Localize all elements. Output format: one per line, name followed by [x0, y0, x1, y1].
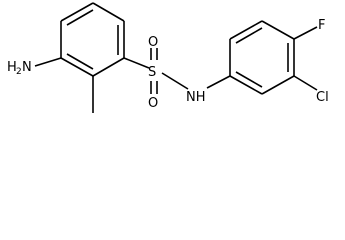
double-bond-inner [66, 9, 94, 26]
bond [229, 75, 263, 95]
chlorine-label: Cl [316, 90, 329, 105]
amine-label-n: N [22, 60, 32, 75]
bond [92, 57, 125, 77]
bond [60, 57, 94, 77]
sulfur-label: S [148, 65, 156, 80]
fluorine-label: F [318, 18, 325, 33]
bond [261, 20, 295, 40]
amine-label-h: H [7, 60, 17, 75]
bond [92, 2, 125, 22]
double-bond-inner [235, 71, 263, 88]
right-benzene-ring [229, 20, 295, 95]
c-cl-bond [293, 75, 318, 91]
amine-bond [34, 57, 62, 67]
c-f-bond [293, 26, 318, 40]
amine-label-sub: 2 [16, 67, 22, 77]
bond [60, 2, 94, 22]
bond [261, 75, 295, 95]
oxygen-top-label: O [148, 35, 158, 50]
left-benzene-ring [60, 2, 125, 77]
chemical-structure: H 2 N S O O NH F Cl [7, 2, 329, 113]
c-s-bond [123, 57, 150, 69]
double-bond-inner [66, 53, 94, 70]
n-c-bond [206, 75, 231, 89]
oxygen-bottom-label: O [148, 96, 158, 111]
bond [229, 20, 263, 40]
amide-nh-label: NH [186, 90, 206, 105]
double-bond-inner [235, 27, 263, 44]
s-n-bond [161, 72, 189, 90]
